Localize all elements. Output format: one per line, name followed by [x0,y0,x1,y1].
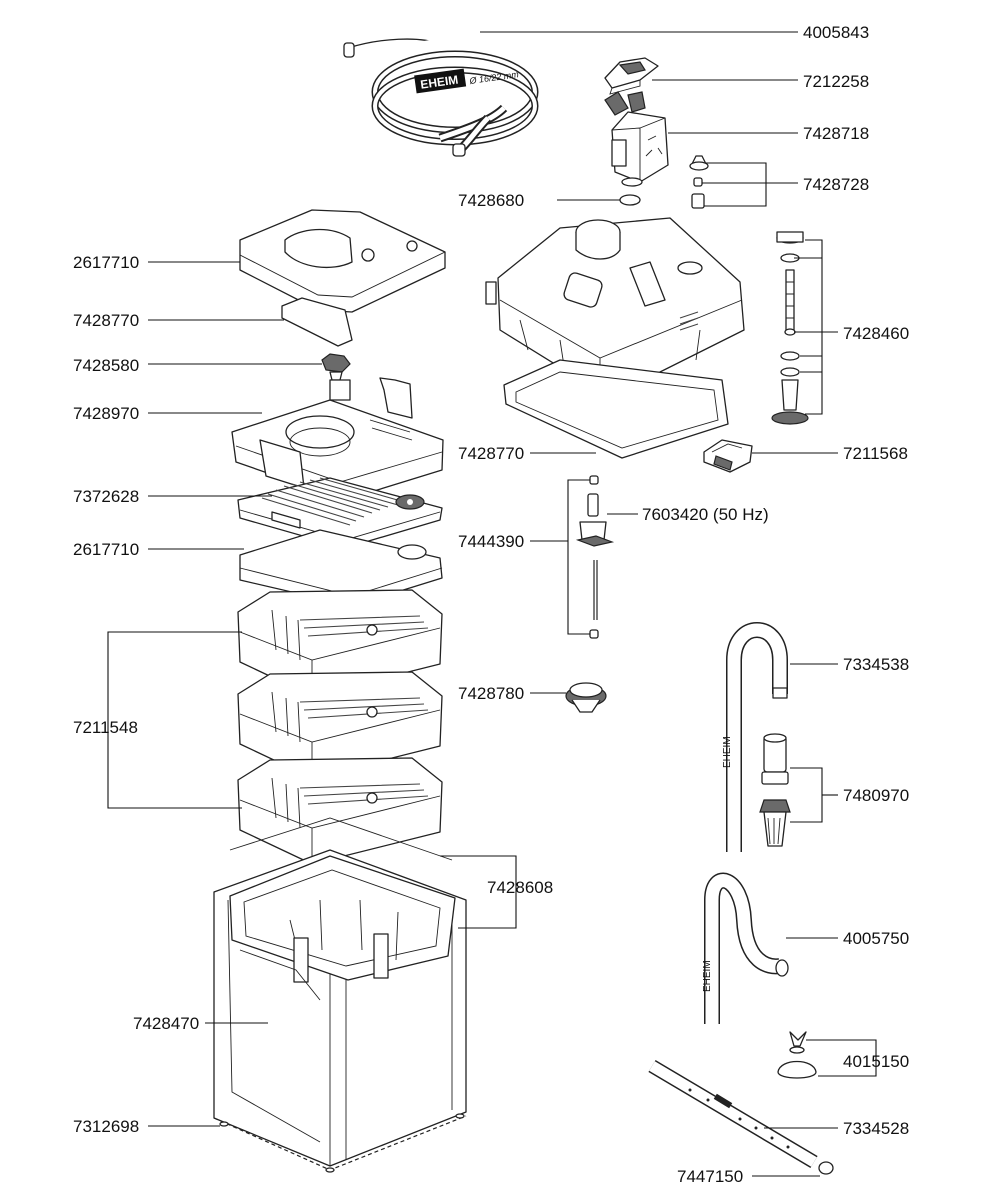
label-7428680: 7428680 [458,191,524,210]
label-2617710-top: 2617710 [73,253,139,272]
label-4005750: 4005750 [843,929,909,948]
label-7372628: 7372628 [73,487,139,506]
basket-1 [237,589,443,697]
label-2617710-middle: 2617710 [73,540,139,559]
leader-lines [107,31,877,1177]
filter-head-tray [231,377,444,501]
spray-bar [648,1059,834,1175]
hose-logo: EHEIM [419,73,459,92]
label-7334538: 7334538 [843,655,909,674]
small-o-ring [619,194,641,206]
label-7428770-small: 7428770 [73,311,139,330]
label-7212258: 7212258 [803,72,869,91]
label-7211568: 7211568 [843,444,908,463]
pipe-logo-2: EHEIM [702,960,713,992]
small-valve-parts [689,155,709,209]
intake-pipe: EHEIM [722,622,788,852]
button-part [321,353,351,381]
label-7428728: 7428728 [803,175,869,194]
label-4015150: 4015150 [843,1052,909,1071]
adapter-part [604,91,669,187]
pump-head [485,217,745,459]
foam-pad-top [239,209,446,313]
grid-tray [237,477,443,549]
outlet-pipe: EHEIM [702,872,789,1024]
label-7428718: 7428718 [803,124,869,143]
label-7603420: 7603420 (50 Hz) [642,505,769,524]
label-7428580: 7428580 [73,356,139,375]
label-7211548: 7211548 [73,718,138,737]
holder-part [703,439,753,473]
label-7428608: 7428608 [487,878,553,897]
label-7428770-large: 7428770 [458,444,524,463]
label-7428780: 7428780 [458,684,524,703]
small-seal [281,297,353,347]
hose-coil: EHEIM Ø 16/22 mm [343,38,539,157]
basket-3 [237,757,443,865]
label-7312698: 7312698 [73,1117,139,1136]
impeller-shaft [575,475,615,639]
suction-cup [777,1031,817,1079]
strainer-set [759,733,791,847]
stand-pipe-set [771,231,809,425]
label-7447150: 7447150 [677,1167,743,1186]
label-7334528: 7334528 [843,1119,909,1138]
prime-button [565,682,607,713]
label-4005843: 4005843 [803,23,869,42]
clip-part [604,57,659,95]
label-7428460: 7428460 [843,324,909,343]
part-labels: 4005843 7212258 7428718 7428728 7428680 … [73,23,909,1186]
label-7428970: 7428970 [73,404,139,423]
pipe-logo-1: EHEIM [722,736,733,768]
foam-pad-middle [239,529,443,607]
label-7444390: 7444390 [458,532,524,551]
label-7428470: 7428470 [133,1014,199,1033]
basket-2 [237,671,443,779]
label-7480970: 7480970 [843,786,909,805]
canister-body [213,817,467,1173]
